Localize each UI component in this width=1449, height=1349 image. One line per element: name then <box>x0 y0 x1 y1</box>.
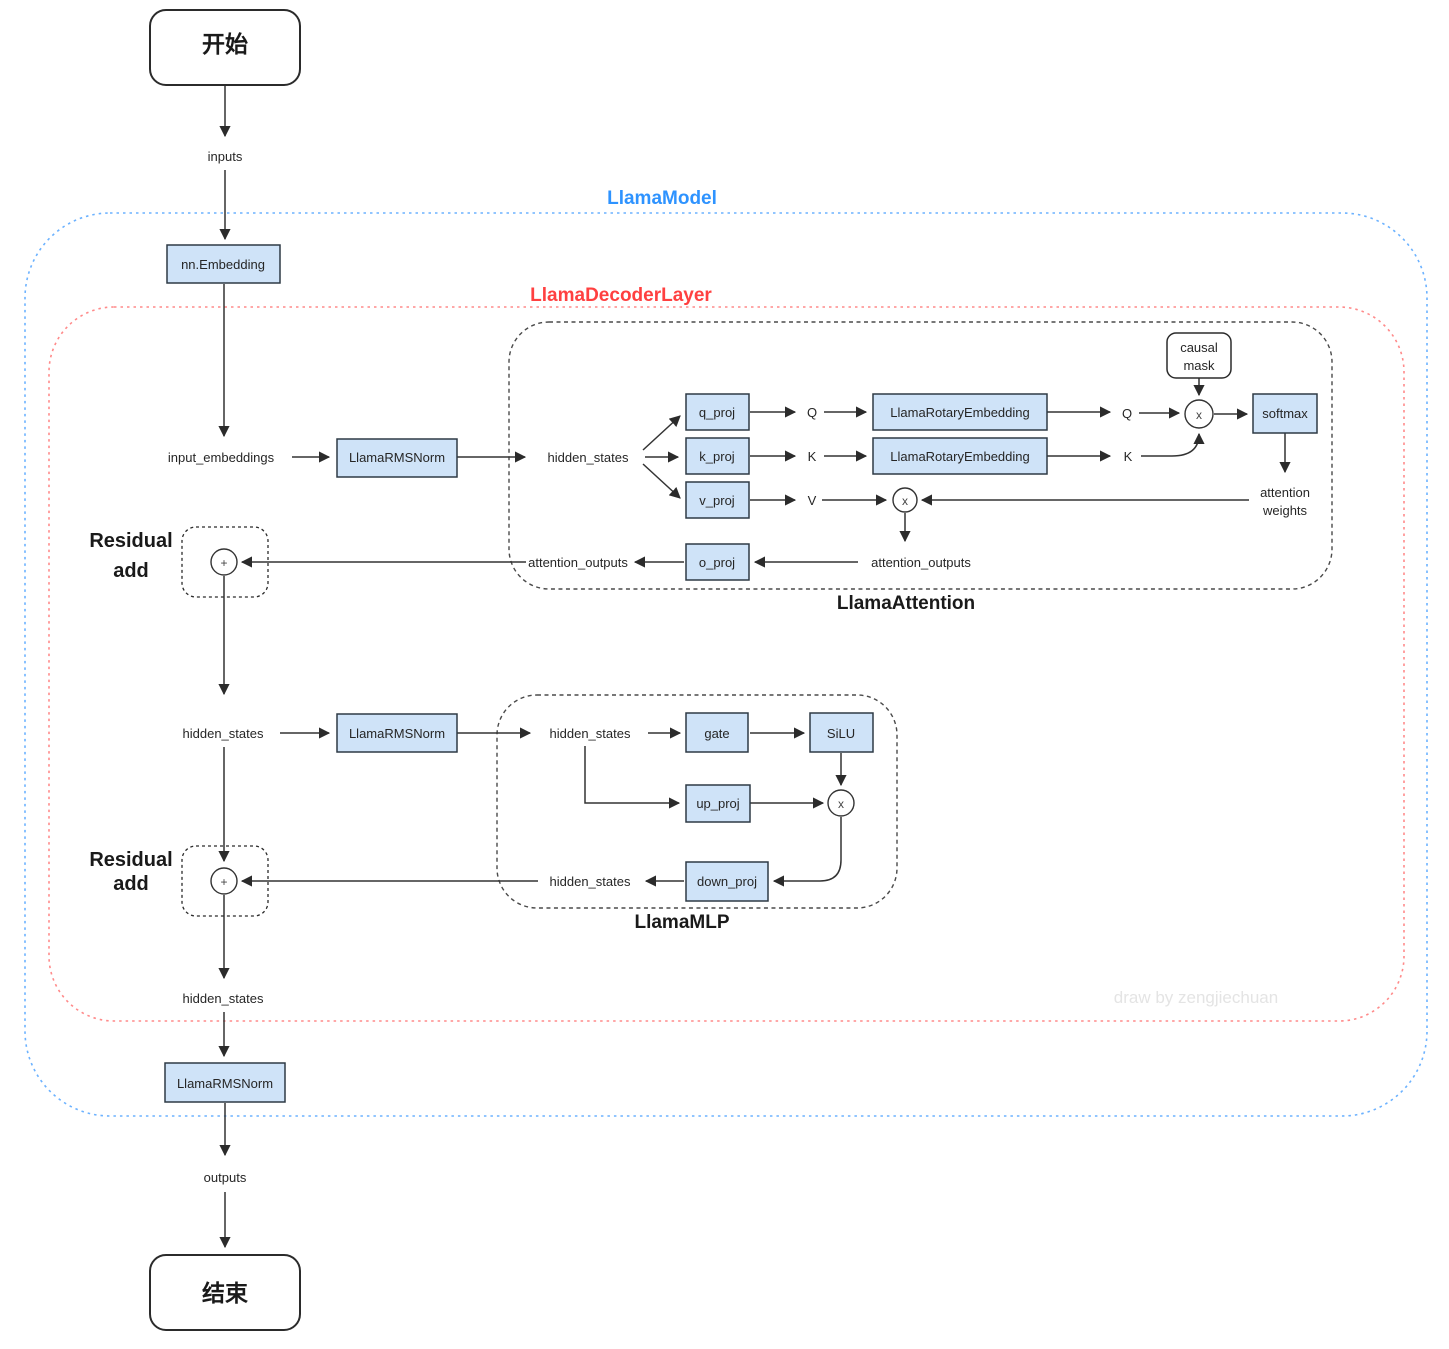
residual2-label-line2: add <box>113 873 149 895</box>
k-proj-node-label: k_proj <box>699 449 735 464</box>
llama-decoder-layer-container <box>48 306 1405 1022</box>
edge-k2-to-multiply2 <box>1141 432 1205 457</box>
llama-mlp-container <box>496 694 898 909</box>
attention-outputs-inner-label: attention_outputs <box>871 555 971 570</box>
q-label: Q <box>807 405 817 420</box>
outputs-label: outputs <box>204 1170 247 1185</box>
edge-multiply3-to-down-proj <box>772 817 842 887</box>
rmsnorm2-node <box>336 713 458 753</box>
causal-mask-node <box>1166 332 1232 379</box>
start-node <box>149 9 301 86</box>
inputs-label: inputs <box>208 149 243 164</box>
q2-label: Q <box>1122 406 1132 421</box>
k2-label: K <box>1124 449 1133 464</box>
start-node-label: 开始 <box>202 31 248 57</box>
q-proj-node <box>685 393 750 431</box>
multiply2-circle <box>1184 399 1214 429</box>
embedding-node-label: nn.Embedding <box>181 257 265 272</box>
input-embeddings-label: input_embeddings <box>168 450 275 465</box>
attention-weights-label-line2: weights <box>1262 503 1308 518</box>
llama-decoder-layer-label: LlamaDecoderLayer <box>530 285 712 306</box>
llama-attention-container <box>508 321 1333 590</box>
rotary-embedding1-node-label: LlamaRotaryEmbedding <box>890 405 1029 420</box>
multiply3-symbol: x <box>838 797 844 811</box>
residual-add2-circle <box>210 867 238 895</box>
softmax-node-label: softmax <box>1262 406 1308 421</box>
watermark: draw by zengjiechuan <box>1114 988 1278 1007</box>
k-proj-node <box>685 437 750 475</box>
hidden-states-mlp-in-label: hidden_states <box>183 726 264 741</box>
rmsnorm3-node <box>164 1062 286 1103</box>
multiply3-circle <box>827 789 855 817</box>
rmsnorm1-node <box>336 438 458 478</box>
rotary-embedding1-node <box>872 393 1048 431</box>
silu-node-label: SiLU <box>827 726 855 741</box>
llama-attention-label: LlamaAttention <box>837 593 975 614</box>
q-proj-node-label: q_proj <box>699 405 735 420</box>
residual2-label-line1: Residual <box>89 849 172 871</box>
llama-model-label: LlamaModel <box>607 188 717 209</box>
hidden-states-mlp-inner-label: hidden_states <box>550 726 631 741</box>
gate-node-label: gate <box>704 726 729 741</box>
end-node <box>149 1254 301 1331</box>
end-node-label: 结束 <box>202 1280 249 1306</box>
hidden-states-mlp-out-label: hidden_states <box>550 874 631 889</box>
rmsnorm2-node-label: LlamaRMSNorm <box>349 726 445 741</box>
gate-node <box>685 712 749 753</box>
rmsnorm3-node-label: LlamaRMSNorm <box>177 1076 273 1091</box>
silu-node <box>809 712 874 753</box>
up-proj-node <box>685 784 751 823</box>
softmax-node <box>1252 393 1318 434</box>
residual-add1-circle <box>210 548 238 576</box>
rotary-embedding2-node-label: LlamaRotaryEmbedding <box>890 449 1029 464</box>
attention-outputs-outer-label: attention_outputs <box>528 555 628 570</box>
llama-mlp-label: LlamaMLP <box>634 912 729 933</box>
multiply2-symbol: x <box>1196 408 1202 422</box>
attention-weights-label-line1: attention <box>1260 485 1310 500</box>
k-label: K <box>808 449 817 464</box>
residual-add1-symbol: + <box>220 556 227 570</box>
v-proj-node <box>685 481 750 519</box>
residual1-label-line2: add <box>113 560 149 582</box>
hidden-states-attn-label: hidden_states <box>548 450 629 465</box>
v-proj-node-label: v_proj <box>699 493 735 508</box>
multiply1-circle <box>892 487 918 513</box>
down-proj-node <box>685 861 769 902</box>
down-proj-node-label: down_proj <box>697 874 757 889</box>
rmsnorm1-node-label: LlamaRMSNorm <box>349 450 445 465</box>
o-proj-node-label: o_proj <box>699 555 735 570</box>
v-label: V <box>808 493 817 508</box>
hidden-states-final-label: hidden_states <box>183 991 264 1006</box>
embedding-node <box>166 244 281 284</box>
edge-hidden-states-to-v-proj <box>642 463 681 499</box>
o-proj-node <box>685 543 750 581</box>
edge-hidden-states-to-up-proj <box>584 746 681 809</box>
residual-add2-symbol: + <box>220 875 227 889</box>
edge-hidden-states-to-q-proj <box>642 415 681 451</box>
causal-mask-label-line2: mask <box>1183 358 1215 373</box>
residual1-label-line1: Residual <box>89 530 172 552</box>
up-proj-node-label: up_proj <box>696 796 739 811</box>
causal-mask-label-line1: causal <box>1180 340 1218 355</box>
multiply1-symbol: x <box>902 494 908 508</box>
rotary-embedding2-node <box>872 437 1048 475</box>
llama-model-container <box>24 212 1428 1117</box>
